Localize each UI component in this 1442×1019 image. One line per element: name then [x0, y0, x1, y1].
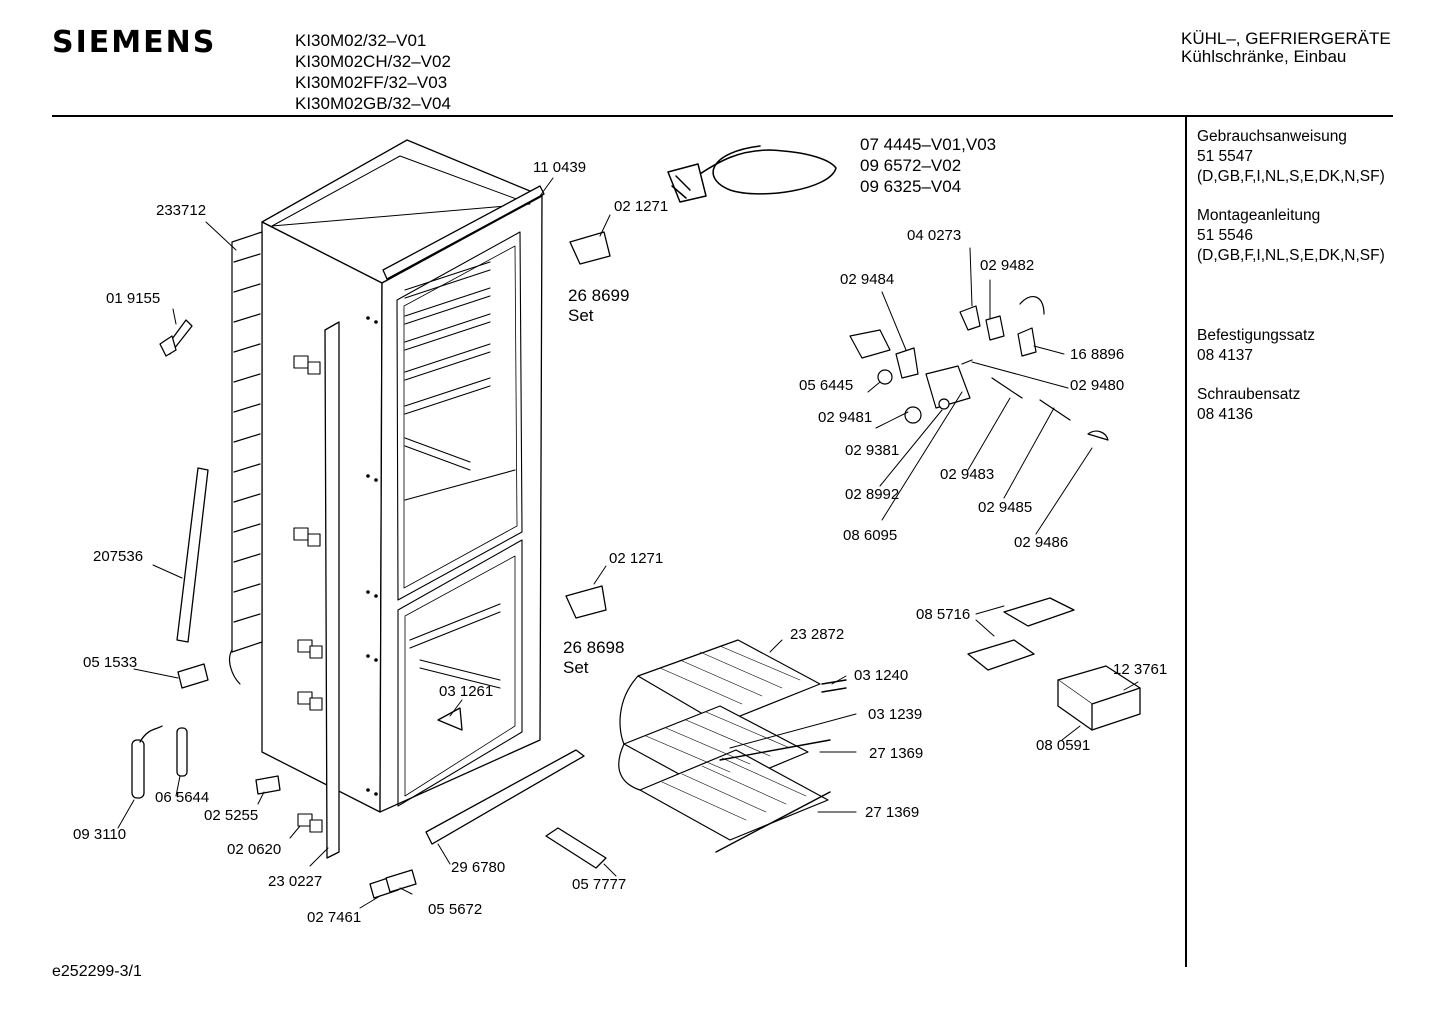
hinge-lower-set — [565, 585, 607, 619]
sidebar-item-title: Gebrauchsanweisung — [1197, 128, 1347, 145]
sidebar-item-number: 51 5547 — [1197, 148, 1254, 165]
sidebar-item-screw-kit: Schraubensatz 08 4136 — [1197, 385, 1300, 425]
part-label: 02 9481 — [818, 409, 873, 426]
part-label: 02 8992 — [845, 486, 900, 503]
sidebar-item-fixing-kit: Befestigungssatz 08 4137 — [1197, 326, 1315, 366]
sidebar-item-manual: Gebrauchsanweisung 51 5547 (D,GB,F,I,NL,… — [1197, 127, 1385, 187]
part-number: 07 4445–V01,V03 — [860, 135, 997, 154]
part-label: 03 1239 — [868, 706, 923, 723]
hinge-set-upper-suffix: Set — [568, 306, 594, 325]
part-label: 02 9484 — [840, 271, 895, 288]
part-label: 06 5644 — [155, 789, 210, 806]
part-label: 207536 — [93, 548, 144, 565]
model-number: KI30M02GB/32–V04 — [295, 94, 451, 113]
part-label: 08 0591 — [1036, 737, 1091, 754]
sidebar-item-title: Montageanleitung — [1197, 207, 1321, 224]
part-label: 02 9381 — [845, 442, 900, 459]
part-label: 02 5255 — [204, 807, 259, 824]
cable-part-numbers: 07 4445–V01,V03 09 6572–V02 09 6325–V04 — [860, 134, 996, 197]
part-label: 04 0273 — [907, 227, 962, 244]
sealing-strip — [176, 467, 209, 643]
round-foot — [255, 775, 281, 795]
power-cord — [667, 145, 837, 203]
hinge-bottom — [369, 869, 417, 899]
part-label: 23 0227 — [268, 873, 323, 890]
drawing-code: e252299-3/1 — [52, 963, 142, 980]
part-label: 02 9485 — [978, 499, 1033, 516]
part-label: 12 3761 — [1113, 661, 1168, 678]
brand-logo: SIEMENS — [52, 25, 217, 60]
part-label: 03 1240 — [854, 667, 909, 684]
thermostat-assembly — [849, 296, 1109, 441]
part-label: 11 0439 — [533, 159, 587, 176]
category-block: KÜHL–, GEFRIERGERÄTE Kühlschränke, Einba… — [1181, 30, 1391, 66]
model-number: KI30M02FF/32–V03 — [295, 73, 448, 92]
part-label: 02 7461 — [307, 909, 362, 926]
part-label: 09 3110 — [73, 826, 127, 843]
part-label: 05 5672 — [428, 901, 483, 918]
sidebar-item-langs: (D,GB,F,I,NL,S,E,DK,N,SF) — [1197, 247, 1385, 264]
toe-kick-rail — [425, 749, 585, 845]
part-label: 27 1369 — [869, 745, 924, 762]
hinge-upper-set — [569, 231, 611, 265]
model-number: KI30M02/32–V01 — [295, 31, 427, 50]
part-label: 02 1271 — [609, 550, 664, 567]
part-label: 02 9480 — [1070, 377, 1125, 394]
freezer-support — [437, 707, 463, 731]
part-label: 16 8896 — [1070, 346, 1125, 363]
cabinet-body — [261, 139, 545, 859]
part-label: 233712 — [156, 202, 207, 219]
thermostat-sensor — [131, 725, 188, 799]
sidebar-item-number: 08 4137 — [1197, 347, 1254, 364]
model-number: KI30M02CH/32–V02 — [295, 52, 451, 71]
model-list: KI30M02/32–V01 KI30M02CH/32–V02 KI30M02F… — [295, 30, 451, 114]
hinge-set-lower-suffix: Set — [563, 658, 589, 677]
part-label: 02 9486 — [1014, 534, 1069, 551]
drain-channel — [545, 827, 607, 869]
part-label: 29 6780 — [451, 859, 506, 876]
bracket-part — [159, 319, 193, 357]
header-divider — [52, 115, 1393, 117]
part-label: 27 1369 — [865, 804, 920, 821]
ice-tray — [967, 597, 1075, 671]
part-label: 08 5716 — [916, 606, 971, 623]
sidebar-item-langs: (D,GB,F,I,NL,S,E,DK,N,SF) — [1197, 168, 1385, 185]
sidebar-item-title: Schraubensatz — [1197, 386, 1301, 403]
part-label: 02 1271 — [614, 198, 669, 215]
hinge-set-lower-number: 26 8698 — [563, 638, 625, 657]
part-label: 03 1261 — [439, 683, 494, 700]
part-label: 02 9483 — [940, 466, 995, 483]
part-number: 09 6325–V04 — [860, 177, 962, 196]
part-number: 09 6572–V02 — [860, 156, 962, 175]
part-label: 23 2872 — [790, 626, 845, 643]
condenser-coil — [228, 231, 263, 685]
part-label: 05 7777 — [572, 876, 627, 893]
sidebar-item-installation: Montageanleitung 51 5546 (D,GB,F,I,NL,S,… — [1197, 206, 1385, 266]
part-label: 01 9155 — [106, 290, 161, 307]
sidebar-divider — [1185, 117, 1187, 967]
sidebar-item-title: Befestigungssatz — [1197, 327, 1316, 344]
sidebar-item-number: 51 5546 — [1197, 227, 1254, 244]
part-label: 05 6445 — [799, 377, 854, 394]
mounting-rails — [715, 679, 847, 853]
sidebar-item-number: 08 4136 — [1197, 406, 1254, 423]
category-subtitle: Kühlschränke, Einbau — [1181, 47, 1347, 66]
part-label: 02 9482 — [980, 257, 1035, 274]
leader-lines — [117, 177, 1139, 909]
hinge-set-upper-number: 26 8699 — [568, 286, 630, 305]
foot-part — [177, 663, 209, 689]
ice-cube-box — [1057, 665, 1141, 731]
part-label: 08 6095 — [843, 527, 898, 544]
part-label: 02 0620 — [227, 841, 282, 858]
part-label: 05 1533 — [83, 654, 138, 671]
category-title: KÜHL–, GEFRIERGERÄTE — [1181, 29, 1391, 48]
